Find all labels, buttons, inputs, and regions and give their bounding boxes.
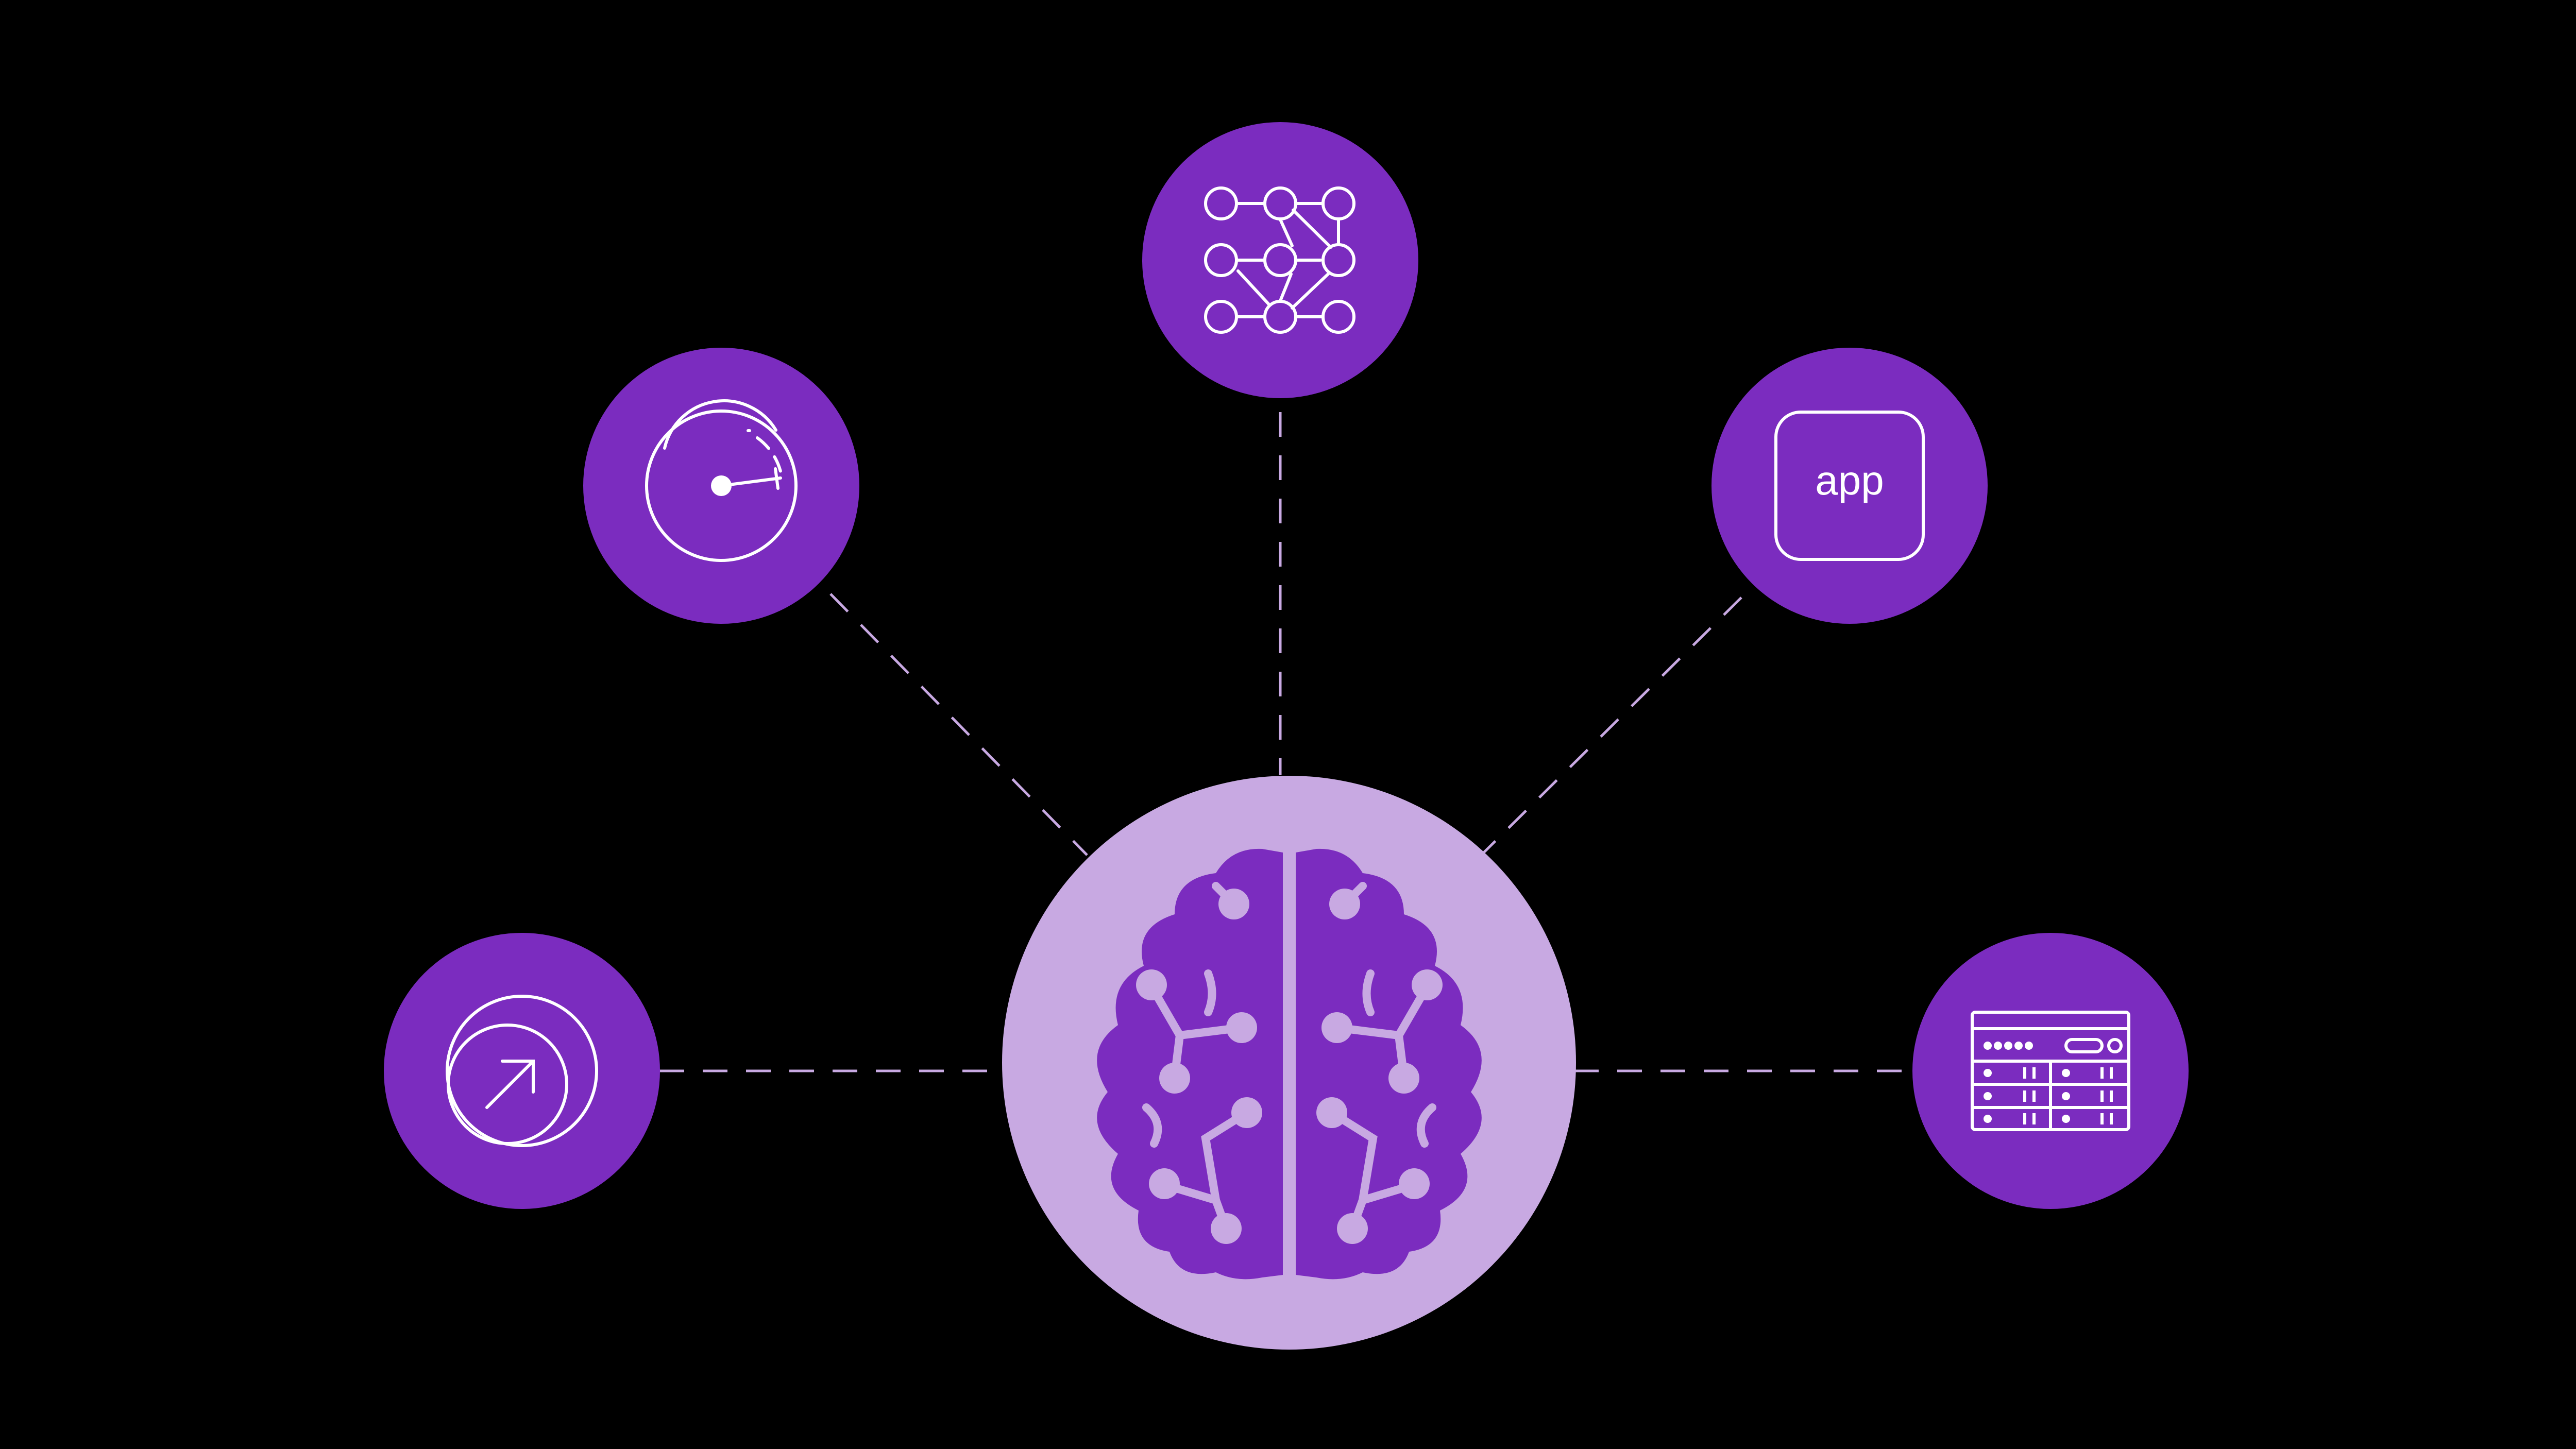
- growth-arrow-circles-icon: [446, 995, 598, 1147]
- node-app: app: [1711, 348, 1988, 624]
- server-rack-icon: [1971, 1011, 2130, 1131]
- node-app-circle: [1711, 348, 1988, 624]
- server-rack-ticks: [2023, 1067, 2113, 1124]
- hub-node: [1002, 776, 1576, 1350]
- brain-left-hemisphere: [1097, 848, 1283, 1280]
- server-rack-dots: [1984, 1042, 2070, 1123]
- neural-network-icon: [1204, 186, 1355, 334]
- connector-app: [1483, 596, 1742, 854]
- gauge-needle-hub: [711, 475, 732, 496]
- node-network-circle: [1142, 122, 1418, 398]
- connector-gauge: [829, 593, 1088, 856]
- connectors: [659, 412, 1911, 1072]
- node-network: [1142, 122, 1418, 398]
- app-label: app: [1815, 457, 1884, 503]
- node-gauge: [583, 348, 859, 624]
- node-server: [1912, 933, 2189, 1209]
- app-tile-icon: app: [1774, 411, 1925, 561]
- hub-circle: [1002, 776, 1576, 1350]
- brain-nodes: [1136, 889, 1443, 1244]
- brain-circuit-icon: [1097, 848, 1482, 1280]
- brain-right-hemisphere: [1296, 848, 1482, 1280]
- node-growth: [384, 933, 660, 1209]
